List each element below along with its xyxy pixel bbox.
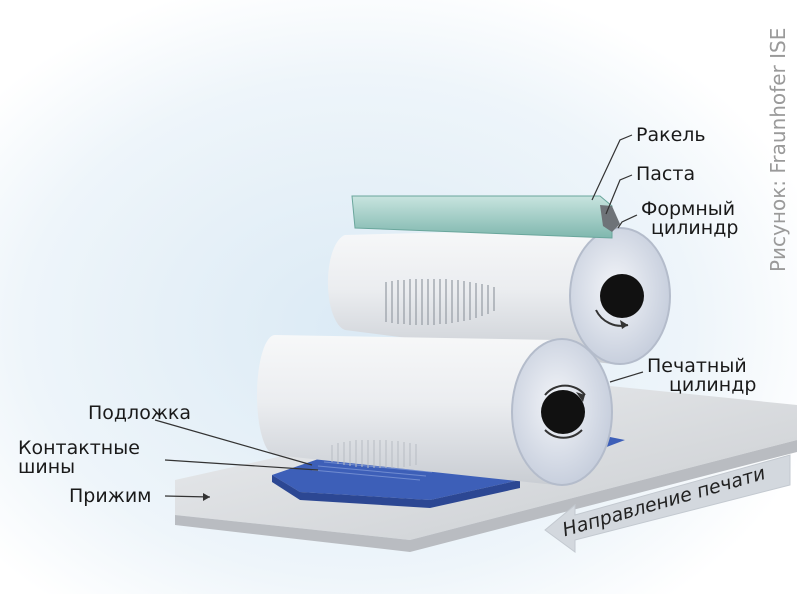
label-form-cylinder-line2: цилиндр (651, 217, 739, 239)
substrate-edge (272, 475, 520, 508)
form-cylinder (327, 227, 671, 365)
leader-print-cylinder (609, 371, 644, 383)
print-direction-arrow (544, 454, 791, 553)
leader-rakel (591, 134, 633, 201)
leader-pasta (605, 174, 633, 215)
leader-substrate (154, 419, 313, 466)
leader-clamp-arrowhead (203, 493, 210, 501)
leader-clamp (164, 495, 211, 498)
clamp-platform-edge (175, 440, 797, 552)
label-form-cylinder-line1: Формный (641, 198, 736, 220)
label-busbars-line2: шины (18, 456, 76, 478)
print-cylinder-pattern (331, 440, 417, 468)
label-paste: Паста (636, 163, 696, 185)
leader-lines (154, 134, 644, 498)
label-busbars: Контактные шины (18, 439, 140, 477)
print-cylinder (257, 335, 613, 486)
label-substrate: Подложка (88, 402, 192, 424)
paste-bead (600, 205, 620, 232)
label-form-cylinder: Формный цилиндр (641, 200, 738, 238)
label-print-cylinder-line2: цилиндр (669, 374, 757, 396)
label-doctor-blade: Ракель (636, 124, 706, 146)
label-clamp: Прижим (69, 485, 152, 507)
label-print-cylinder-line1: Печатный (647, 355, 747, 377)
label-busbars-line1: Контактные (18, 437, 140, 459)
image-credit: Рисунок: Fraunhofer ISE (766, 27, 790, 272)
leader-busbars (164, 459, 319, 471)
form-cylinder-pattern (385, 279, 495, 325)
label-print-cylinder: Печатный цилиндр (647, 357, 756, 395)
leader-form-cylinder (617, 214, 638, 229)
